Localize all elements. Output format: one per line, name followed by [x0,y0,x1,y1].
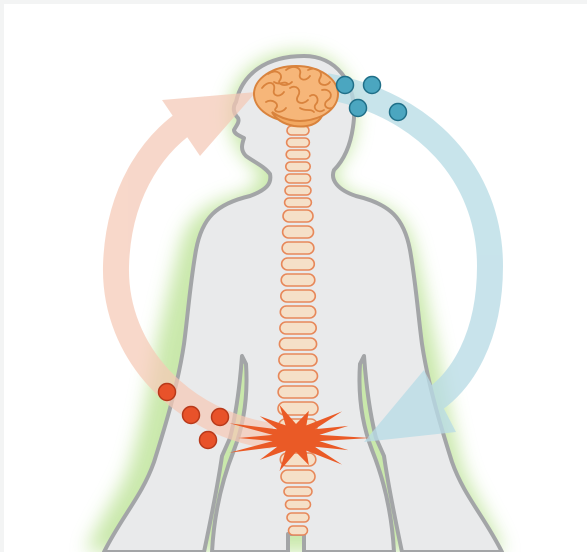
relief-signal-dot [350,100,367,117]
vertebra [281,290,316,302]
vertebra [289,526,308,535]
vertebra [286,500,311,509]
vertebra [281,274,315,286]
vertebra [285,186,311,195]
vertebra [283,226,314,238]
pain-signal-dot [183,407,200,424]
vertebra [278,386,318,398]
relief-signal-dot [364,77,381,94]
relief-signal-dot [337,77,354,94]
vertebra [282,242,314,254]
pain-signal-dot [159,384,176,401]
vertebra [279,370,318,382]
vertebra [282,258,315,270]
vertebra [280,306,315,318]
vertebra [279,338,316,350]
vertebra [284,487,312,496]
vertebra [286,162,310,171]
vertebra [285,198,312,207]
vertebra [281,470,315,483]
pain-signal-dot [212,409,229,426]
pain-pathway-diagram [4,4,587,552]
vertebra [279,354,317,366]
relief-signal-dot [390,104,407,121]
vertebra [285,174,310,183]
vertebra [287,513,309,522]
pain-signal-dot [200,432,217,449]
vertebra [280,322,316,334]
vertebra [283,210,313,222]
vertebra [287,138,310,147]
vertebra [286,150,310,159]
